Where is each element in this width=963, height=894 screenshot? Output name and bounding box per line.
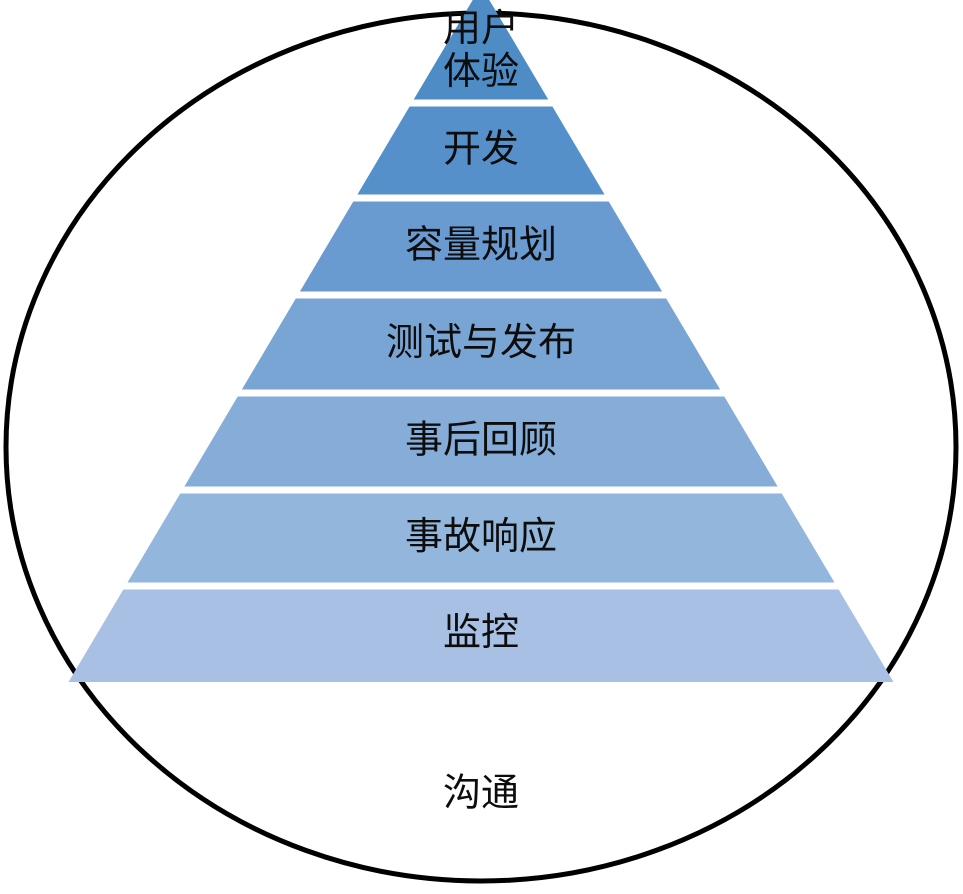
- pyramid-level-label-1: 用户体验: [443, 6, 519, 93]
- pyramid-level-5[interactable]: [182, 393, 780, 490]
- pyramid-levels-group: [68, 0, 894, 682]
- label-line: 开发: [443, 126, 519, 170]
- label-line: 容量规划: [405, 222, 557, 266]
- pyramid-level-3[interactable]: [297, 198, 665, 295]
- label-line: 事后回顾: [405, 417, 557, 461]
- pyramid-level-6[interactable]: [125, 490, 837, 586]
- label-line: 事故响应: [405, 514, 557, 558]
- label-line: 测试与发布: [386, 320, 576, 364]
- pyramid-level-label-7: 监控: [443, 610, 519, 654]
- pyramid-level-label-3: 容量规划: [405, 222, 557, 266]
- pyramid-level-label-5: 事后回顾: [405, 417, 557, 461]
- pyramid-dividers-group: [122, 99, 840, 590]
- pyramid-level-1[interactable]: [411, 0, 551, 103]
- pyramid-level-4[interactable]: [239, 295, 723, 393]
- outside-label-communication: 沟通: [443, 771, 519, 815]
- label-line: 体验: [443, 48, 519, 92]
- pyramid-level-label-6: 事故响应: [405, 514, 557, 558]
- outside-labels-group: 沟通: [443, 771, 519, 815]
- label-line: 监控: [443, 610, 519, 654]
- pyramid-level-7[interactable]: [68, 586, 894, 682]
- pyramid-level-2[interactable]: [355, 103, 607, 198]
- label-line: 用户: [443, 6, 519, 50]
- pyramid-level-label-2: 开发: [443, 126, 519, 170]
- pyramid-level-label-4: 测试与发布: [386, 320, 576, 364]
